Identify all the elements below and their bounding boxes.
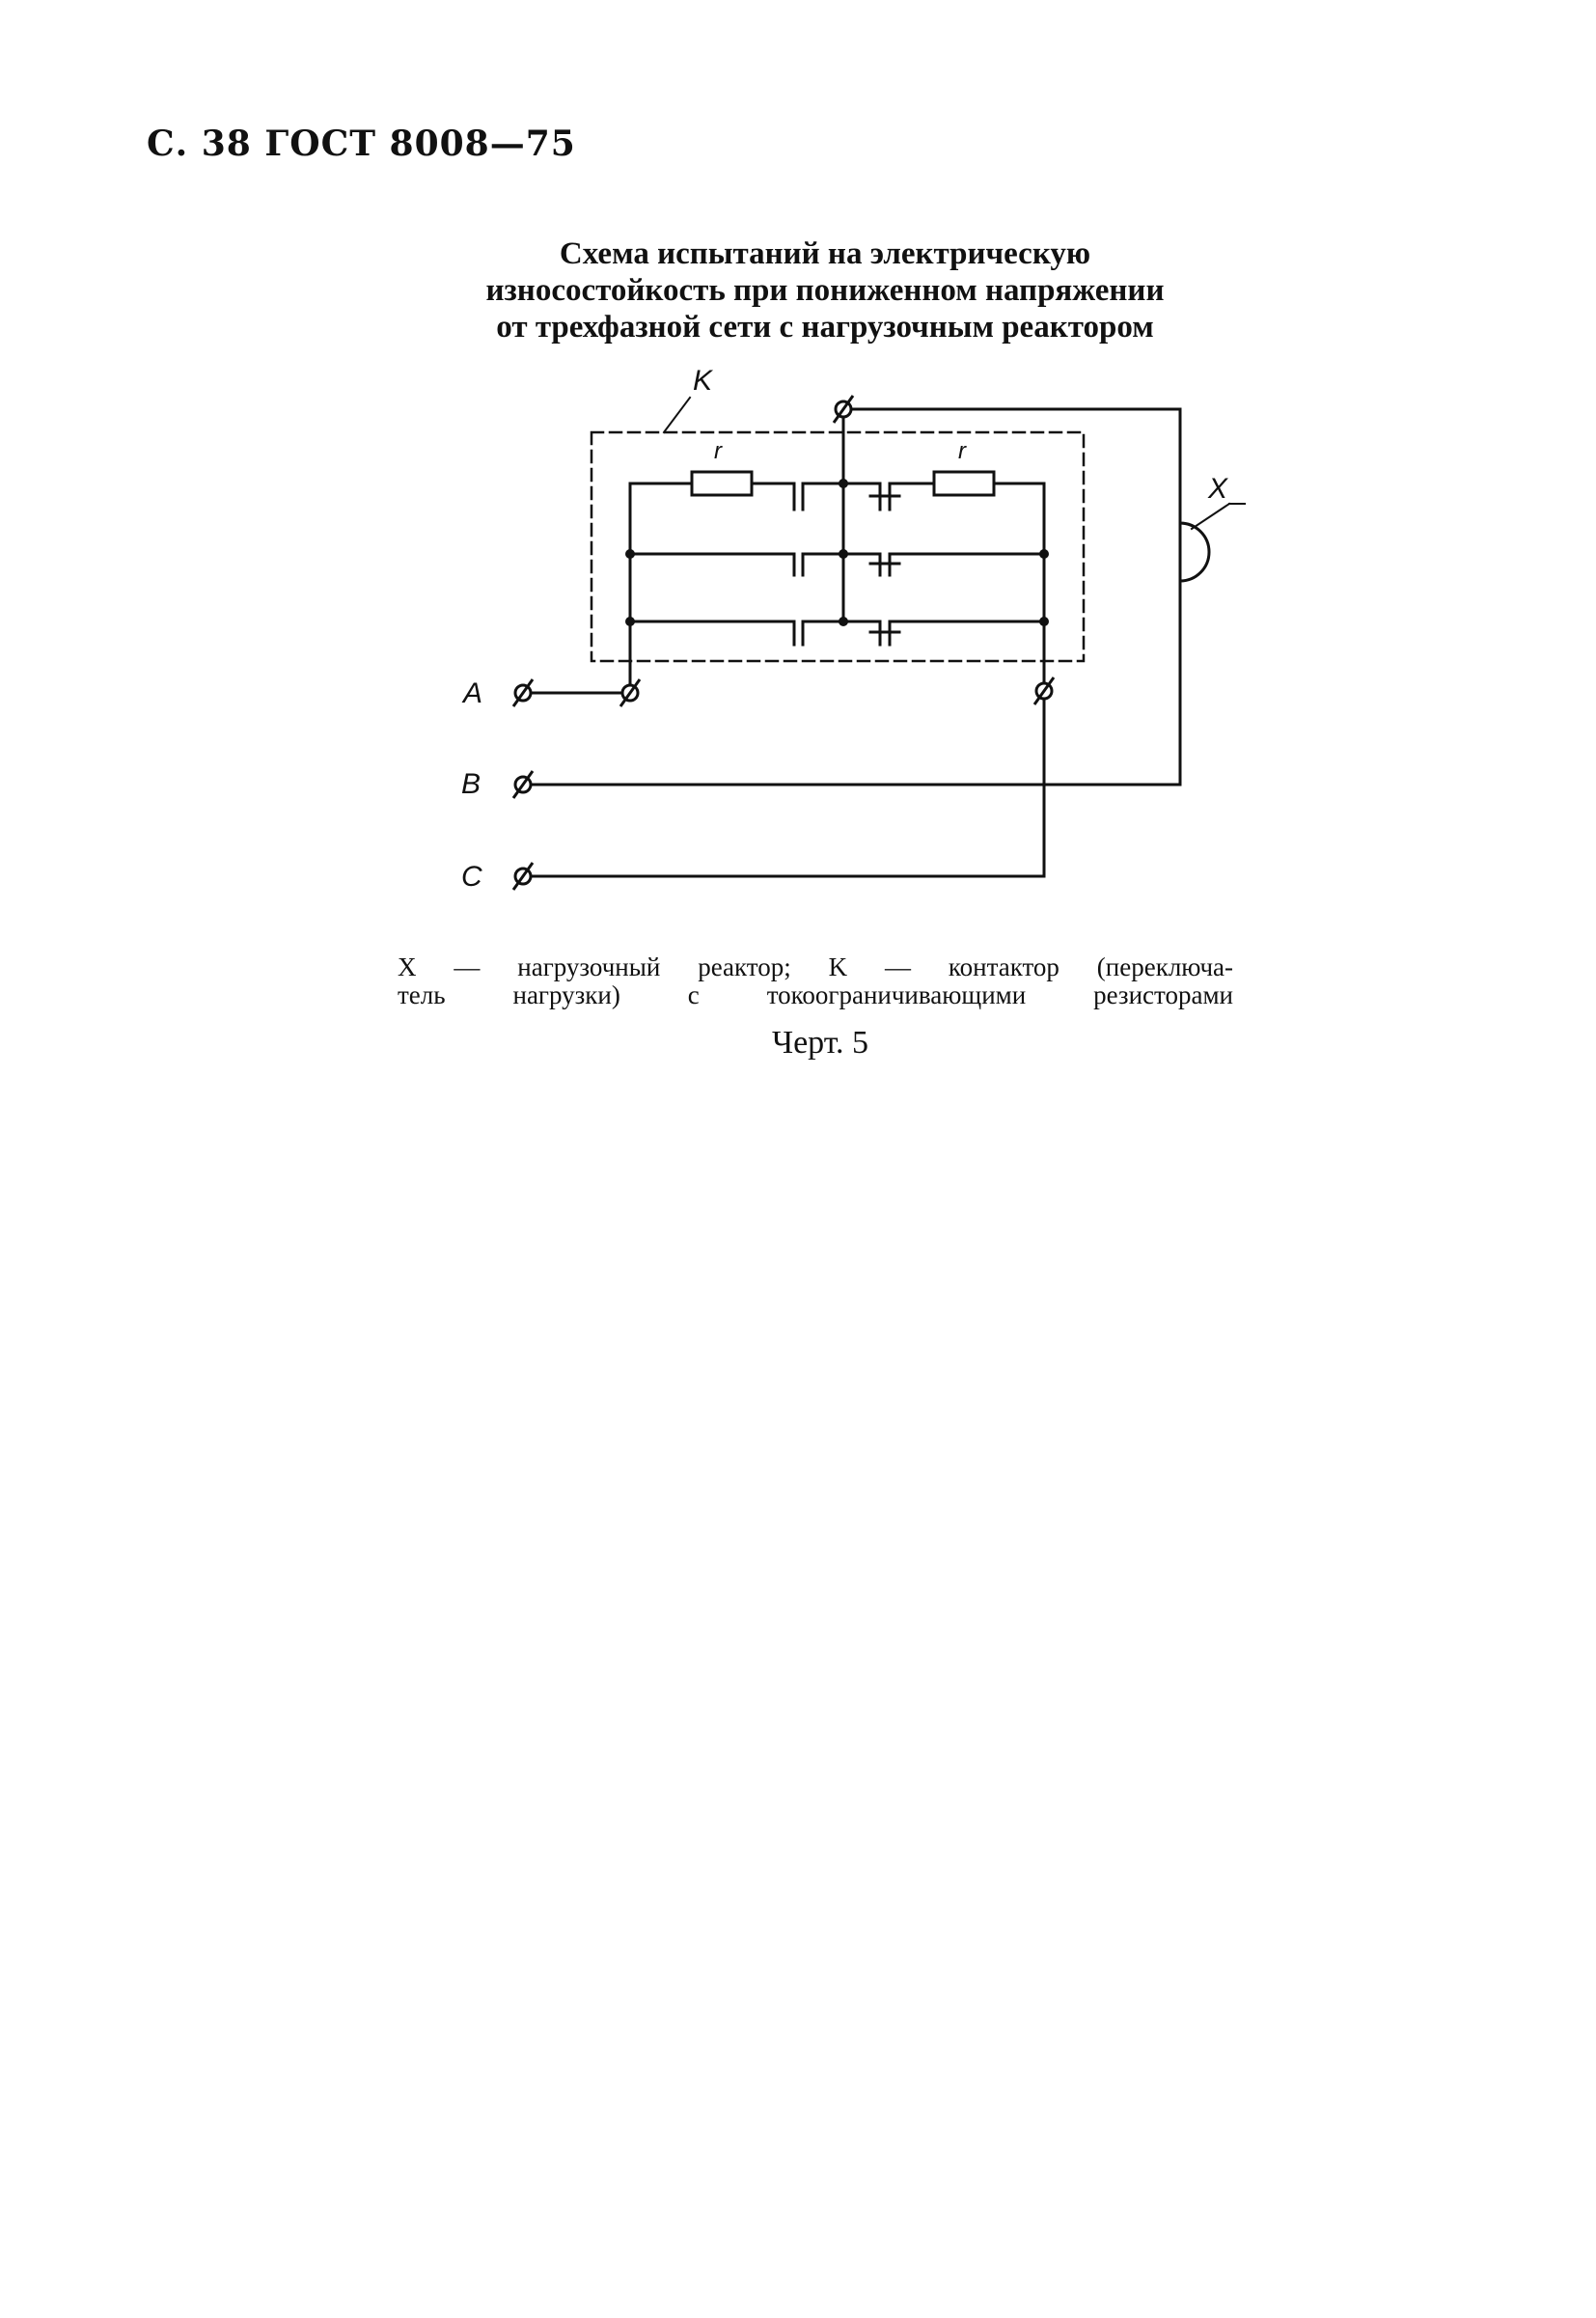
label-phase-a: A <box>461 677 482 709</box>
junction-dot <box>1039 617 1049 626</box>
label-phase-c: C <box>461 861 482 893</box>
junction-dot <box>839 479 848 488</box>
caption-line-2: тель нагрузки) с токоограничивающими рез… <box>398 980 1233 1009</box>
reactor-leader-a <box>1190 502 1231 531</box>
caption-line-1: X — нагрузочный реактор; K — контактор (… <box>398 952 1233 981</box>
terminal-top <box>832 395 855 424</box>
junction-dot <box>839 617 848 626</box>
title-line-2: износостойкость при пониженном напряжени… <box>485 273 1165 308</box>
label-resistor-right: r <box>958 438 967 464</box>
figure-label: Черт. 5 <box>771 1025 869 1061</box>
junction-dot <box>1039 549 1049 559</box>
label-contactor: K <box>693 365 714 397</box>
junction-dot <box>625 617 635 626</box>
terminal-a-right <box>619 678 642 707</box>
page-header: С. 38 ГОСТ 8008—75 <box>147 124 576 164</box>
junction-dot <box>839 549 848 559</box>
terminal-a-left <box>511 678 535 707</box>
circuit-diagram: K r r X A B C <box>461 365 1246 893</box>
reactor-symbol <box>1178 521 1211 583</box>
diagram-caption: X — нагрузочный реактор; K — контактор (… <box>398 953 1233 1009</box>
terminal-c <box>511 862 535 891</box>
junction-dot <box>625 549 635 559</box>
terminal-b <box>511 770 535 799</box>
terminal-right <box>1032 676 1056 705</box>
resistor-left <box>690 470 754 497</box>
title-line-1: Схема испытаний на электрическую <box>559 236 1091 271</box>
contactor-leader <box>662 396 692 434</box>
contactor-boundary <box>590 430 1086 663</box>
label-resistor-left: r <box>714 438 723 464</box>
title-line-3: от трехфазной сети с нагрузочным реактор… <box>496 310 1154 345</box>
diagram-title: Схема испытаний на электрическую износос… <box>425 235 1225 345</box>
label-phase-b: B <box>461 768 481 800</box>
resistor-right <box>932 470 996 497</box>
label-reactor: X <box>1207 473 1228 505</box>
